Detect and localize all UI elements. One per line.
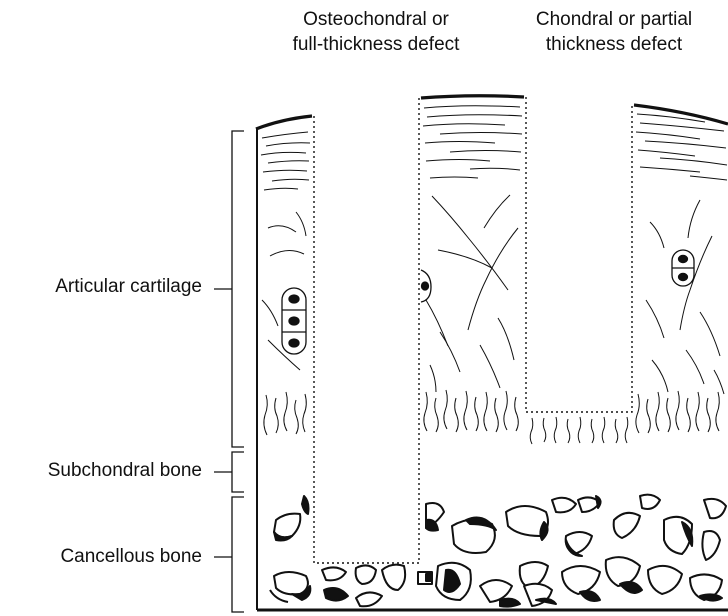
region-brackets (214, 131, 244, 612)
chondral-defect-outline (526, 97, 632, 412)
surface-middle (421, 96, 524, 98)
chondrocyte-cluster-left (282, 288, 306, 354)
chondrocyte-cut-middle (421, 270, 431, 302)
subchondral-bracket (214, 452, 244, 492)
defect-outlines (314, 97, 632, 563)
deep-zone-fibres (264, 390, 719, 444)
middle-zone-fibres (262, 195, 724, 394)
chondrocyte-cluster-right (672, 250, 694, 286)
bone-trabeculae (270, 495, 726, 607)
cartilage-bracket (214, 131, 244, 447)
cancellous-bracket (214, 497, 244, 612)
superficial-fibres (261, 106, 727, 190)
surface-left (256, 116, 312, 129)
osteochondral-defect-outline (314, 98, 419, 563)
